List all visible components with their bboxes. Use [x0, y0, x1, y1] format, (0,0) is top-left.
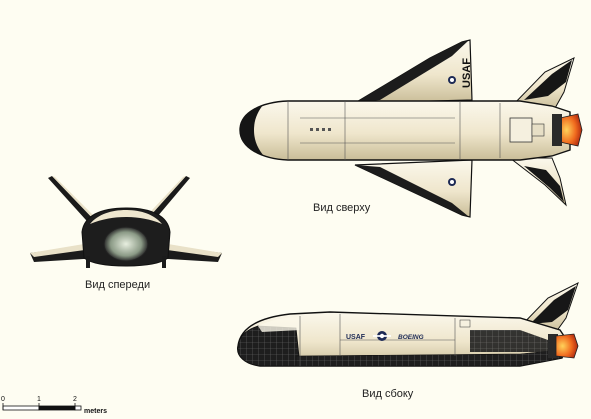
top-view-engine-exhaust: [559, 113, 583, 147]
scale-bar: [2, 403, 82, 411]
front-view: [30, 176, 222, 268]
front-view-left-fin: [48, 176, 100, 230]
top-view: USAF: [239, 39, 583, 218]
top-view-roundel-upper: [448, 76, 456, 84]
side-view-roundel: [373, 331, 391, 341]
side-view-usaf-marking: USAF: [346, 334, 366, 341]
scale-tick-2: 2: [73, 396, 77, 403]
front-view-caption: Вид спереди: [85, 279, 151, 291]
top-view-lower-tail-fin: [508, 157, 567, 207]
scale-unit: meters: [84, 408, 107, 415]
scale-tick-1: 1: [37, 396, 41, 403]
side-view-engine-exhaust: [555, 333, 579, 359]
side-view: USAF BOEING: [237, 282, 579, 367]
top-view-roundel-lower: [448, 178, 456, 186]
top-view-caption: Вид сверху: [313, 202, 371, 214]
front-view-nose: [103, 226, 149, 262]
scale-tick-0: 0: [1, 396, 5, 403]
side-view-boeing-marking: BOEING: [398, 334, 424, 341]
side-view-caption: Вид сбоку: [362, 388, 414, 400]
top-view-usaf-marking: USAF: [461, 58, 473, 88]
side-view-heat-shield-tiles: [237, 325, 301, 367]
